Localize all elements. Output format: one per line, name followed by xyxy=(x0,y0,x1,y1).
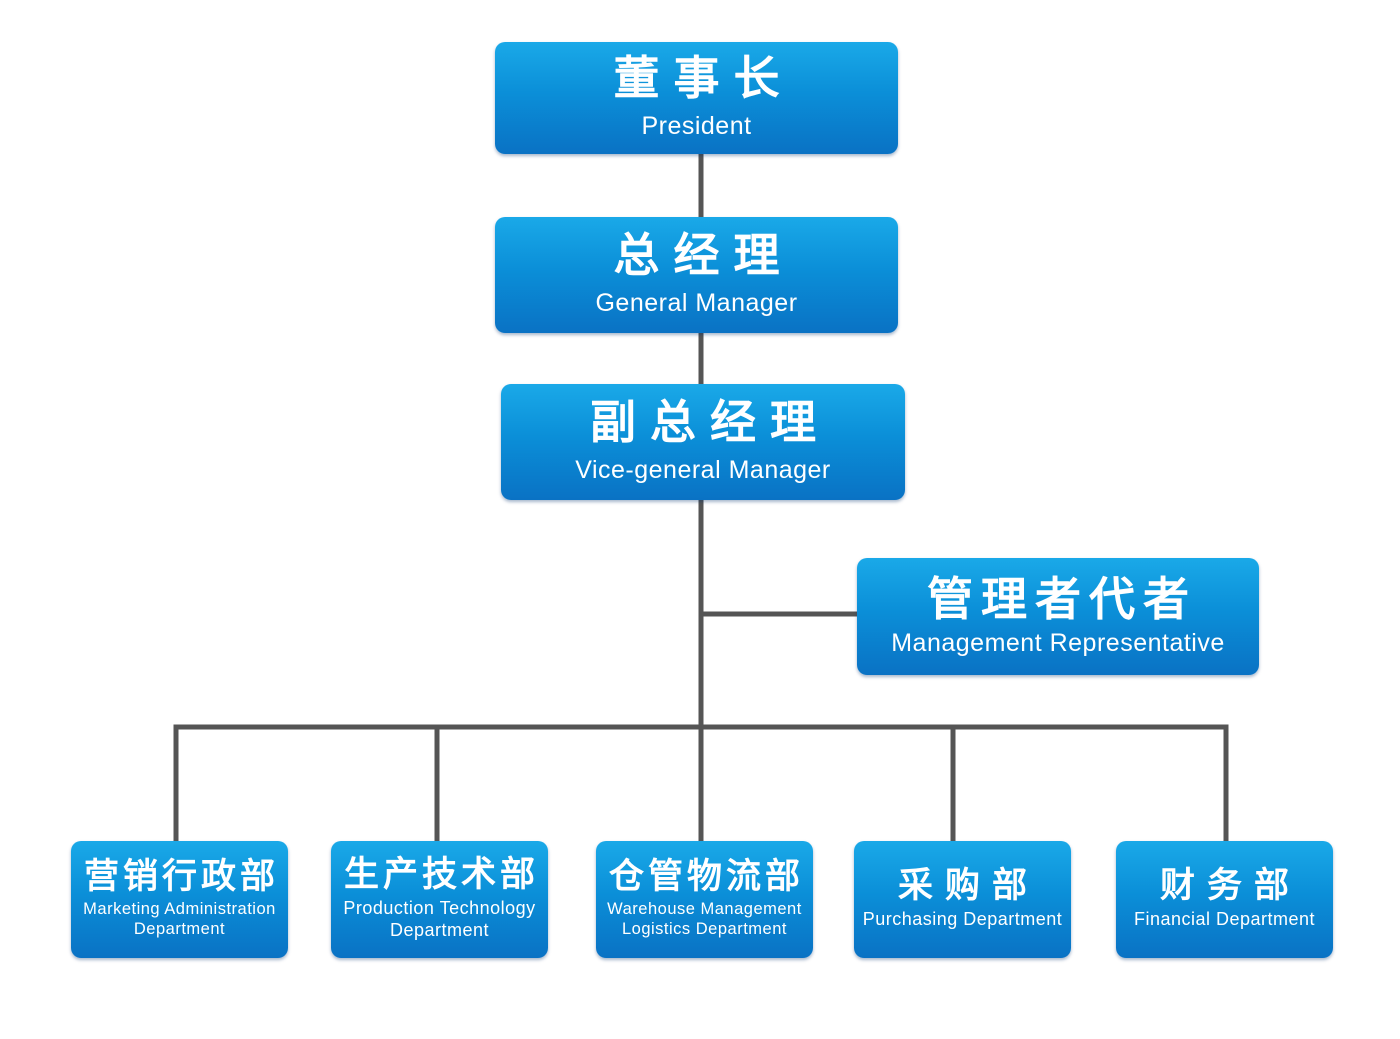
dept-purchasing-zh: 采购部 xyxy=(897,865,1039,906)
dept-financial-en: Financial Department xyxy=(1134,909,1315,931)
dept-financial-zh: 财务部 xyxy=(1159,865,1301,906)
node-general-manager-zh: 总经理 xyxy=(613,228,794,282)
node-vice-general-manager-zh: 副总经理 xyxy=(590,395,830,449)
dept-production-en-line2: Department xyxy=(389,919,490,940)
dept-warehouse-en-line2: Logistics Department xyxy=(621,919,787,938)
node-vice-general-manager: 副总经理 Vice-general Manager xyxy=(501,384,905,500)
dept-production-en-line1: Production Technology xyxy=(343,897,536,918)
dept-purchasing-en-line1: Purchasing Department xyxy=(862,908,1063,929)
dept-warehouse-en-line1: Warehouse Management xyxy=(607,899,802,918)
node-general-manager: 总经理 General Manager xyxy=(495,217,898,333)
node-dept-production-technology: 生产技术部 Production Technology Department xyxy=(331,841,548,958)
dept-production-zh: 生产技术部 xyxy=(343,854,539,895)
node-president: 董事长 President xyxy=(495,42,898,154)
node-management-representative-en: Management Representative xyxy=(891,628,1225,657)
node-dept-financial: 财务部 Financial Department xyxy=(1116,841,1333,958)
node-dept-marketing-administration: 营销行政部 Marketing Administration Departmen… xyxy=(71,841,288,958)
node-president-en: President xyxy=(641,112,752,140)
dept-warehouse-zh: 仓管物流部 xyxy=(608,856,804,897)
dept-marketing-zh: 营销行政部 xyxy=(83,856,279,897)
node-dept-purchasing: 采购部 Purchasing Department xyxy=(854,841,1071,958)
node-management-representative-zh: 管理者代者 xyxy=(927,571,1197,626)
dept-marketing-en: Marketing Administration Department xyxy=(83,900,276,940)
dept-marketing-en-line2: Department xyxy=(133,919,226,938)
dept-production-en: Production Technology Department xyxy=(343,898,535,941)
node-vice-general-manager-en: Vice-general Manager xyxy=(575,456,831,484)
dept-marketing-en-line1: Marketing Administration xyxy=(83,899,276,918)
node-management-representative: 管理者代者 Management Representative xyxy=(857,558,1259,675)
dept-financial-en-line1: Financial Department xyxy=(1133,908,1316,929)
dept-purchasing-en: Purchasing Department xyxy=(863,909,1063,931)
node-general-manager-en: General Manager xyxy=(595,289,798,317)
node-president-zh: 董事长 xyxy=(613,51,794,105)
dept-warehouse-en: Warehouse Management Logistics Departmen… xyxy=(607,900,802,940)
node-dept-warehouse-logistics: 仓管物流部 Warehouse Management Logistics Dep… xyxy=(596,841,813,958)
